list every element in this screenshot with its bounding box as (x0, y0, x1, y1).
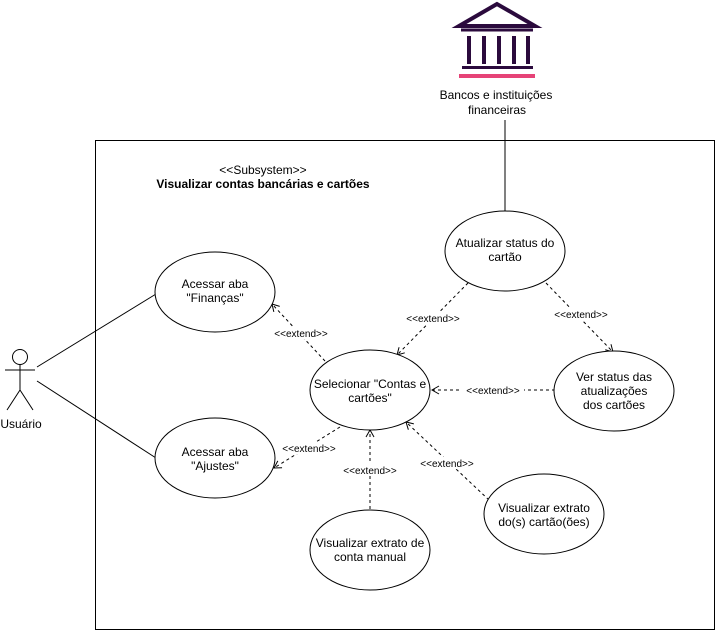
subsystem-boundary (95, 140, 715, 630)
usecase-ver-status[interactable]: Ver status das atualizações dos cartões (553, 350, 675, 432)
usecase-label: dos cartões (583, 398, 645, 412)
extend-label: <<extend>> (406, 314, 460, 325)
usecase-label: Visualizar extrato de (316, 536, 425, 550)
association-user-ajustes (36, 380, 157, 459)
usecase-label: "Finanças" (186, 291, 243, 305)
usecase-label: conta manual (334, 550, 406, 564)
usecase-label: Ver status das (576, 370, 652, 384)
usecase-label: Selecionar "Contas e (314, 377, 427, 391)
subsystem-title: Visualizar contas bancárias e cartões (156, 177, 370, 191)
usecase-label: cartão (488, 250, 522, 264)
usecase-label: "Ajustes" (191, 459, 239, 473)
usecase-label: atualizações (581, 384, 648, 398)
subsystem-stereotype: <<Subsystem>> (219, 163, 306, 177)
extend-label: <<extend>> (466, 386, 520, 397)
usecase-label: Acessar aba (182, 445, 249, 459)
usecase-label: Atualizar status do (456, 236, 555, 250)
usecase-extrato-manual[interactable]: Visualizar extrato de conta manual (309, 509, 431, 591)
usecase-selecionar-contas[interactable]: Selecionar "Contas e cartões" (309, 349, 431, 431)
usecase-label: do(s) cartão(ões) (498, 515, 589, 529)
bank-building-icon (451, 1, 543, 78)
usecase-atualizar-status[interactable]: Atualizar status do cartão (444, 210, 566, 292)
extend-label: <<extend>> (343, 466, 397, 477)
bank-actor-label-line2: financeiras (468, 103, 526, 117)
extend-label: <<extend>> (554, 310, 608, 321)
extend-label: <<extend>> (274, 329, 328, 340)
usecase-acessar-ajustes[interactable]: Acessar aba "Ajustes" (154, 417, 276, 499)
usecase-label: cartões" (348, 391, 392, 405)
bank-actor-label-line1: Bancos e instituições (440, 88, 553, 102)
extend-label: <<extend>> (420, 459, 474, 470)
usecase-label: Visualizar extrato (498, 501, 590, 515)
extend-label: <<extend>> (282, 444, 336, 455)
association-user-financas (36, 293, 157, 368)
usecase-acessar-financas[interactable]: Acessar aba "Finanças" (154, 251, 276, 333)
user-actor-icon (5, 349, 35, 411)
usecase-extrato-cartao[interactable]: Visualizar extrato do(s) cartão(ões) (483, 473, 605, 555)
usecase-label: Acessar aba (182, 277, 249, 291)
user-actor-label: Usuário (0, 417, 42, 431)
